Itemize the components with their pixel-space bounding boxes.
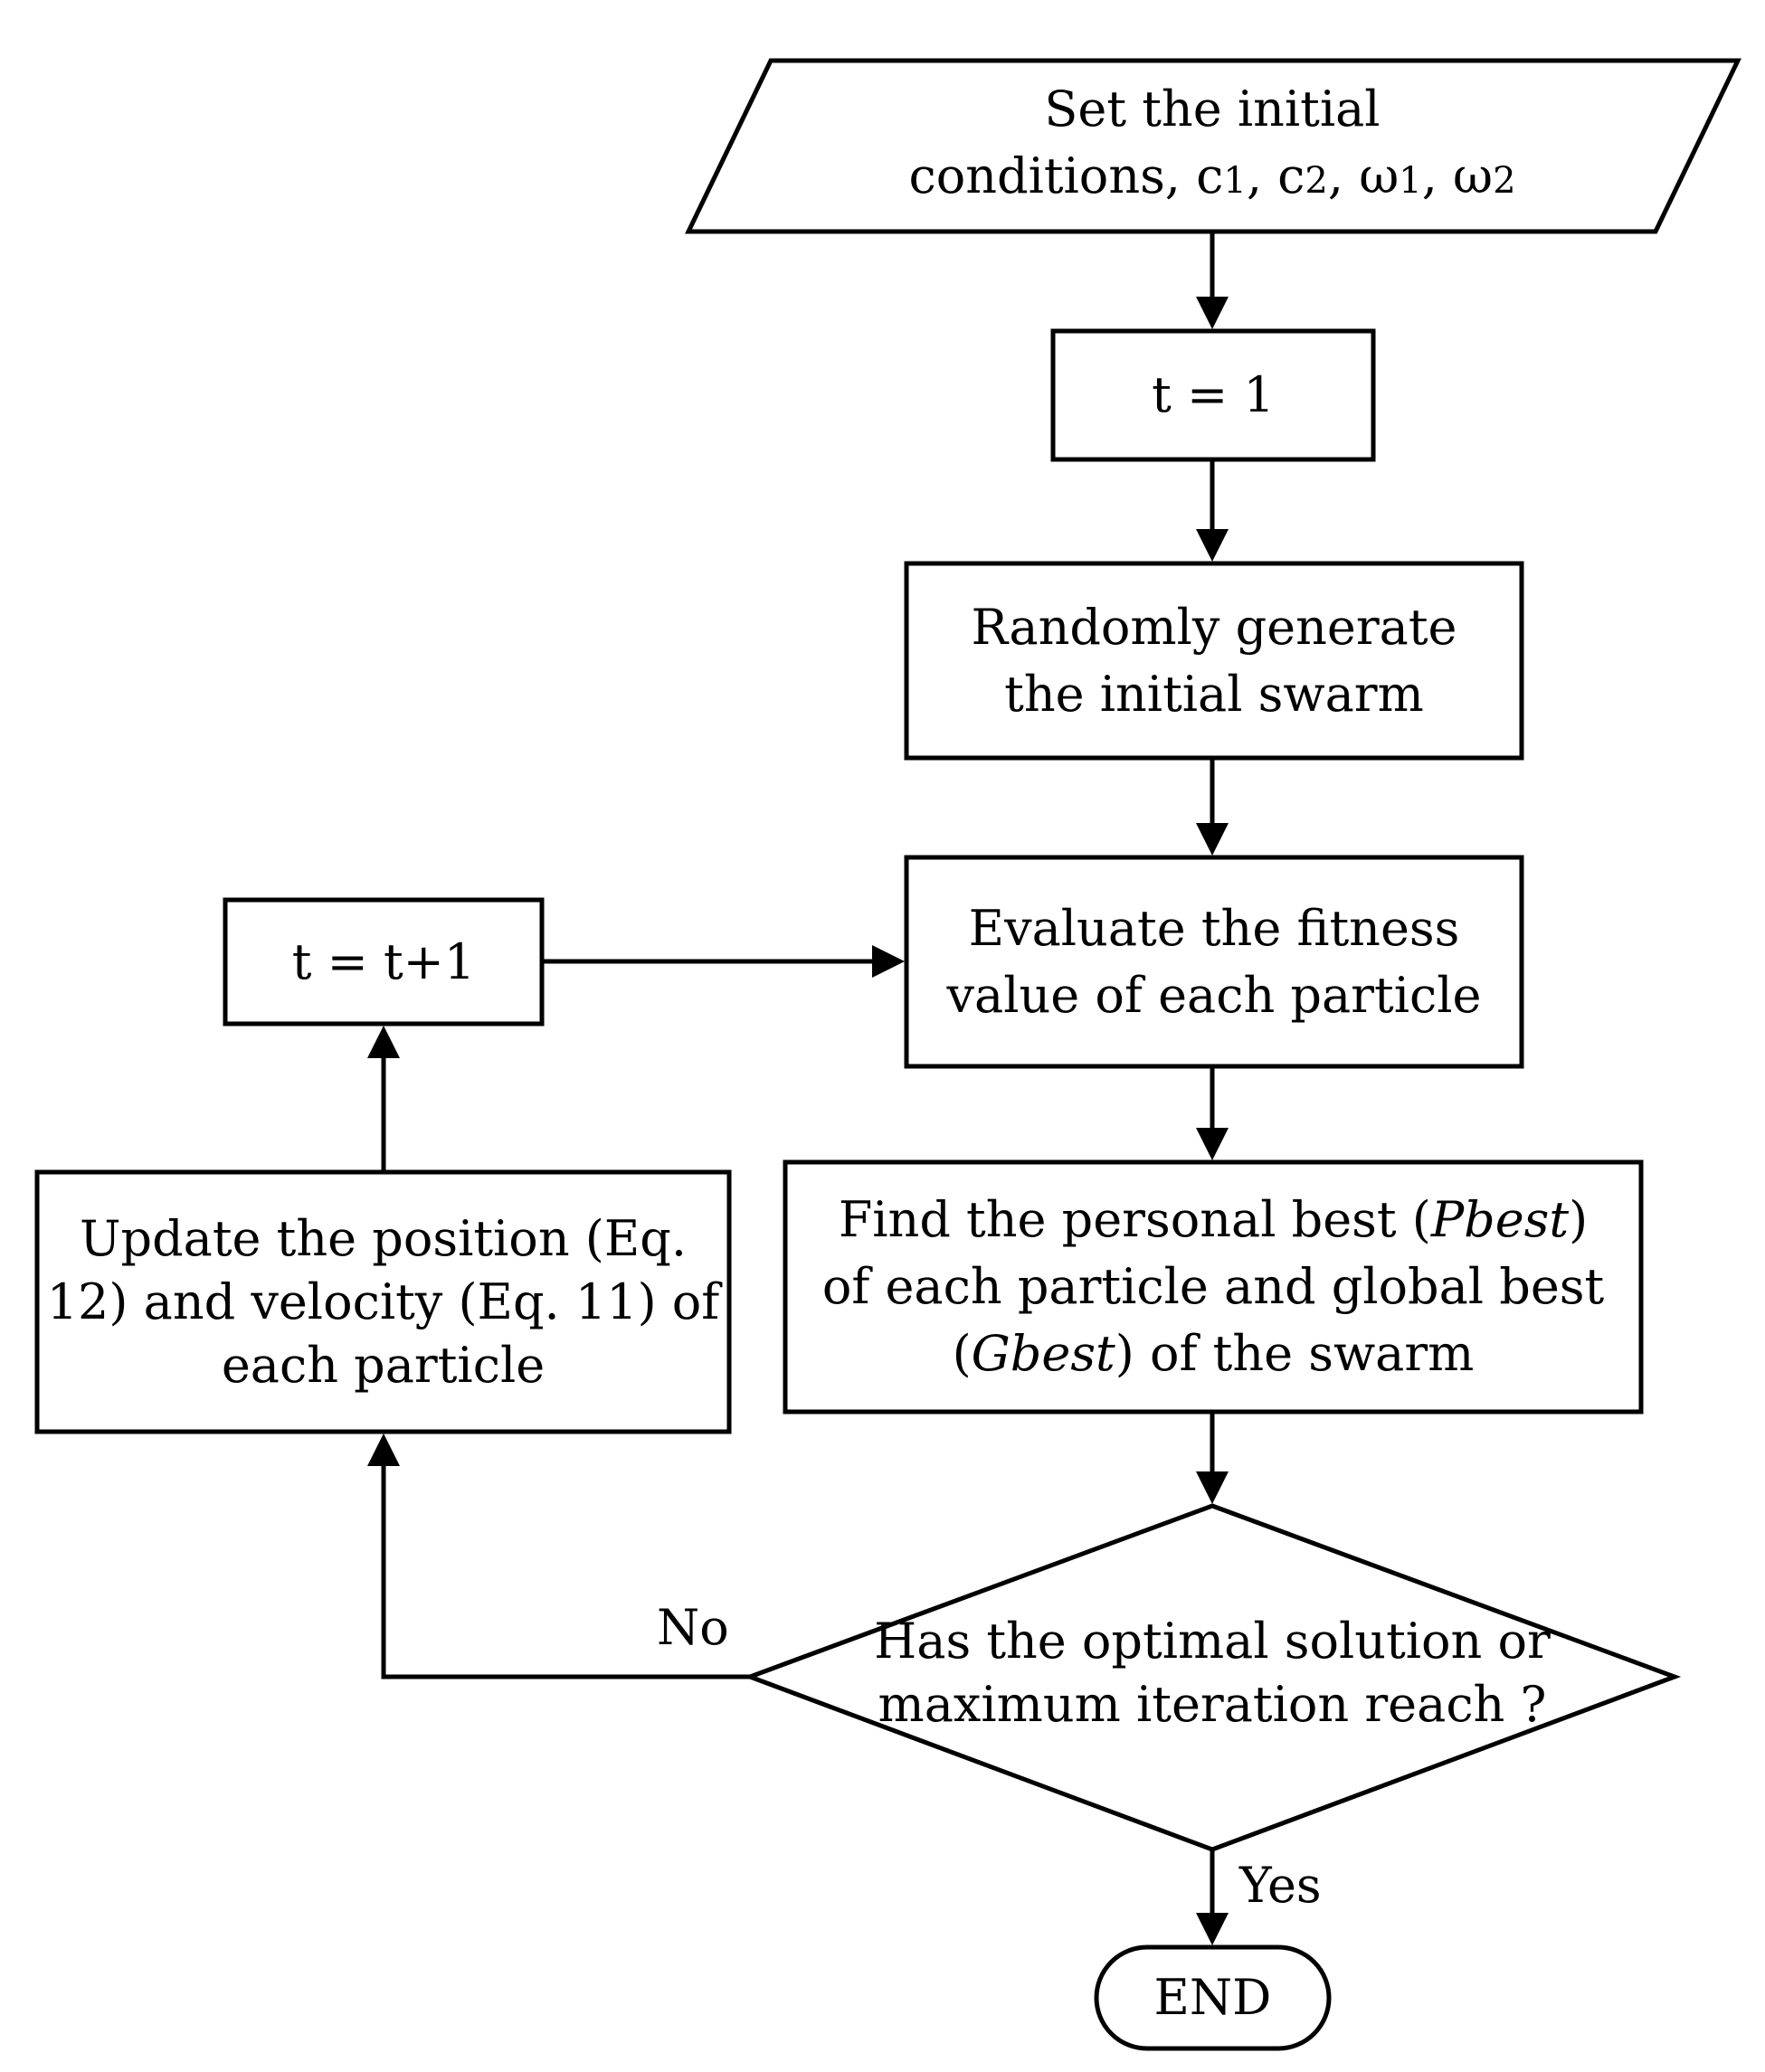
edge-label-yes: Yes <box>1239 1857 1322 1914</box>
arrowhead-down <box>1196 1128 1229 1160</box>
update-line3: each particle <box>221 1336 546 1394</box>
arrowhead-down <box>1196 529 1229 562</box>
t-init-label: t = 1 <box>1152 366 1275 423</box>
arrowhead-down <box>1196 823 1229 856</box>
evaluate-label: Evaluate the fitness value of each parti… <box>906 857 1522 1066</box>
update-line2: 12) and velocity (Eq. 11) of <box>46 1273 720 1330</box>
init-parallelogram <box>685 58 1741 234</box>
edge-decision-no-to-update <box>381 1464 750 1679</box>
init-line1: Set the initial <box>1044 80 1381 137</box>
update-line1: Update the position (Eq. <box>80 1209 687 1267</box>
t-incr-label: t = t+1 <box>291 932 476 990</box>
end-label: END <box>1153 1969 1272 2026</box>
find-best-line2: of each particle and global best <box>821 1258 1605 1315</box>
arrowhead-up <box>367 1026 400 1058</box>
generate-label: Randomly generate the initial swarm <box>906 563 1522 758</box>
arrowhead-up <box>367 1433 400 1466</box>
decision-line1: Has the optimal solution or <box>874 1613 1551 1670</box>
find-best-line1: Find the personal best (Pbest) <box>838 1191 1589 1248</box>
evaluate-line2: value of each particle <box>946 966 1482 1024</box>
edge-label-no: No <box>657 1599 729 1656</box>
end-terminal <box>1094 1944 1332 2051</box>
evaluate-line1: Evaluate the fitness <box>968 899 1460 957</box>
find-best-line3: (Gbest) of the swarm <box>952 1325 1475 1382</box>
arrowhead-right <box>872 945 905 978</box>
decision-line2: maximum iteration reach ? <box>878 1676 1547 1733</box>
generate-line1: Randomly generate <box>971 598 1457 656</box>
find-best-label: Find the personal best (Pbest) of each p… <box>785 1162 1641 1412</box>
arrowhead-down <box>1196 297 1229 329</box>
arrowhead-down <box>1196 1471 1229 1504</box>
decision-label: Has the optimal solution or maximum iter… <box>814 1601 1610 1746</box>
init-line2: conditions, c1, c2, ω1, ω2 <box>908 147 1516 204</box>
generate-line2: the initial swarm <box>1004 665 1424 723</box>
arrowhead-down <box>1196 1913 1229 1945</box>
update-label: Update the position (Eq. 12) and velocit… <box>37 1172 729 1432</box>
init-label: Set the initial conditions, c1, c2, ω1, … <box>724 72 1701 217</box>
